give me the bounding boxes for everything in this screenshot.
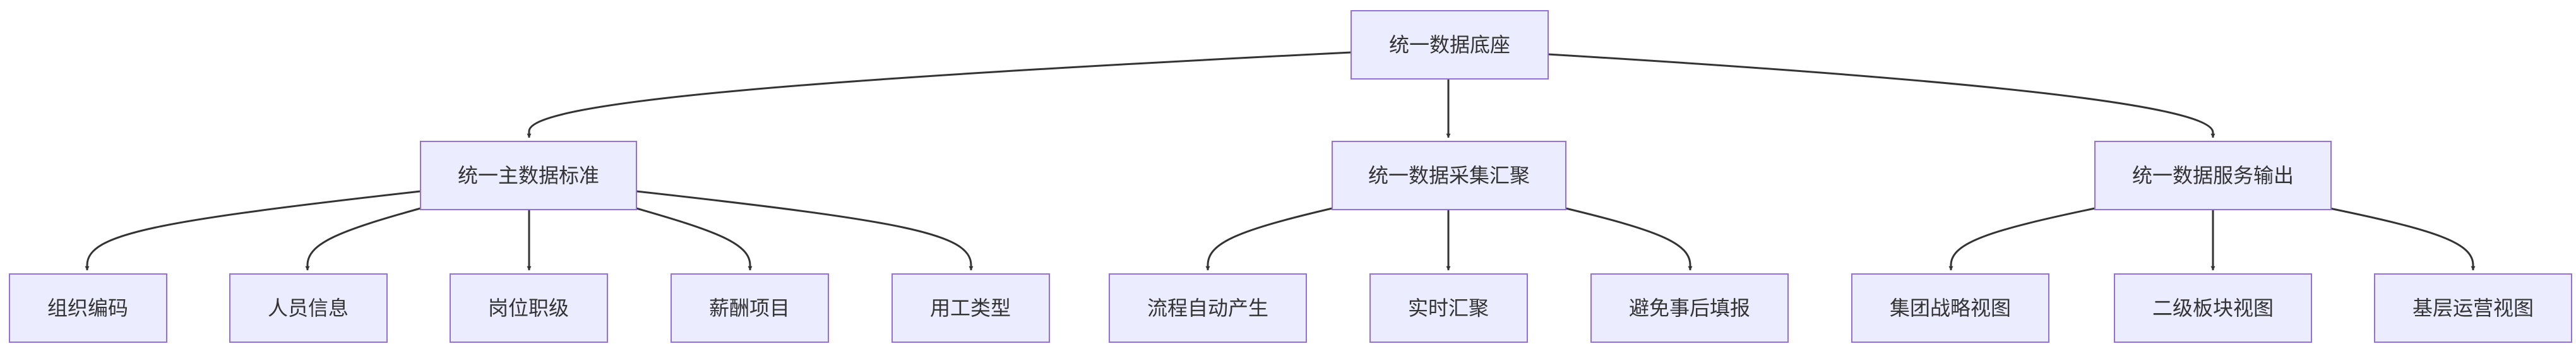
nodes-layer: 统一数据底座 统一主数据标准 统一数据采集汇聚 统一数据服务输出 组织编码 人员… [9,10,2572,343]
node-service-box [2094,141,2332,210]
node-collect-box [1332,141,1566,210]
edge-root-to-service [1547,53,2215,138]
node-org-code-box [9,273,167,343]
node-salary-box [671,273,829,343]
node-employment-box [891,273,1050,343]
edge-standard-to-salary [636,207,753,271]
node-realtime-box [1369,273,1528,343]
node-personnel-box [229,273,388,343]
edge-standard-to-personnel [305,207,421,271]
node-employment[interactable]: 用工类型 [891,273,1050,343]
node-group-view[interactable]: 集团战略视图 [1851,273,2049,343]
node-level2-view[interactable]: 二级板块视图 [2114,273,2312,343]
node-personnel[interactable]: 人员信息 [229,273,388,343]
node-avoid-fill-label: 避免事后填报 [1629,296,1750,320]
edge-collect-to-avoid-fill [1565,207,1693,271]
node-flow-auto[interactable]: 流程自动产生 [1109,273,1307,343]
node-position-label: 岗位职级 [488,296,569,320]
edge-service-to-base-view [2329,207,2476,271]
node-root-label: 统一数据底座 [1389,33,1510,57]
node-flow-auto-box [1109,273,1307,343]
node-standard[interactable]: 统一主数据标准 [420,141,637,210]
node-realtime-label: 实时汇聚 [1408,296,1489,320]
node-base-view-label: 基层运营视图 [2412,296,2534,320]
node-org-code[interactable]: 组织编码 [9,273,167,343]
node-org-code-label: 组织编码 [47,296,128,320]
edge-root-to-standard [527,51,1352,138]
node-collect-label: 统一数据采集汇聚 [1368,164,1530,187]
node-collect[interactable]: 统一数据采集汇聚 [1332,141,1566,210]
edge-service-to-group-view [1948,207,2096,271]
node-avoid-fill-box [1590,273,1789,343]
node-base-view-box [2374,273,2572,343]
node-salary-label: 薪酬项目 [709,296,790,320]
node-standard-box [420,141,637,210]
node-position[interactable]: 岗位职级 [450,273,608,343]
node-group-view-box [1851,273,2049,343]
node-level2-view-label: 二级板块视图 [2152,296,2274,320]
node-position-box [450,273,608,343]
node-level2-view-box [2114,273,2312,343]
node-employment-label: 用工类型 [930,296,1011,320]
node-root-box [1351,10,1549,80]
node-service-label: 统一数据服务输出 [2132,164,2294,187]
node-standard-label: 统一主数据标准 [458,164,599,187]
node-group-view-label: 集团战略视图 [1890,296,2011,320]
node-realtime[interactable]: 实时汇聚 [1369,273,1528,343]
node-service[interactable]: 统一数据服务输出 [2094,141,2332,210]
node-base-view[interactable]: 基层运营视图 [2374,273,2572,343]
node-salary[interactable]: 薪酬项目 [671,273,829,343]
edge-standard-to-employment [636,190,974,271]
node-flow-auto-label: 流程自动产生 [1147,296,1268,320]
edges-layer [85,51,2476,271]
edge-collect-to-flow-auto [1205,207,1333,271]
node-root[interactable]: 统一数据底座 [1351,10,1549,80]
edge-standard-to-org-code [85,190,421,271]
node-avoid-fill[interactable]: 避免事后填报 [1590,273,1789,343]
node-personnel-label: 人员信息 [268,296,349,320]
